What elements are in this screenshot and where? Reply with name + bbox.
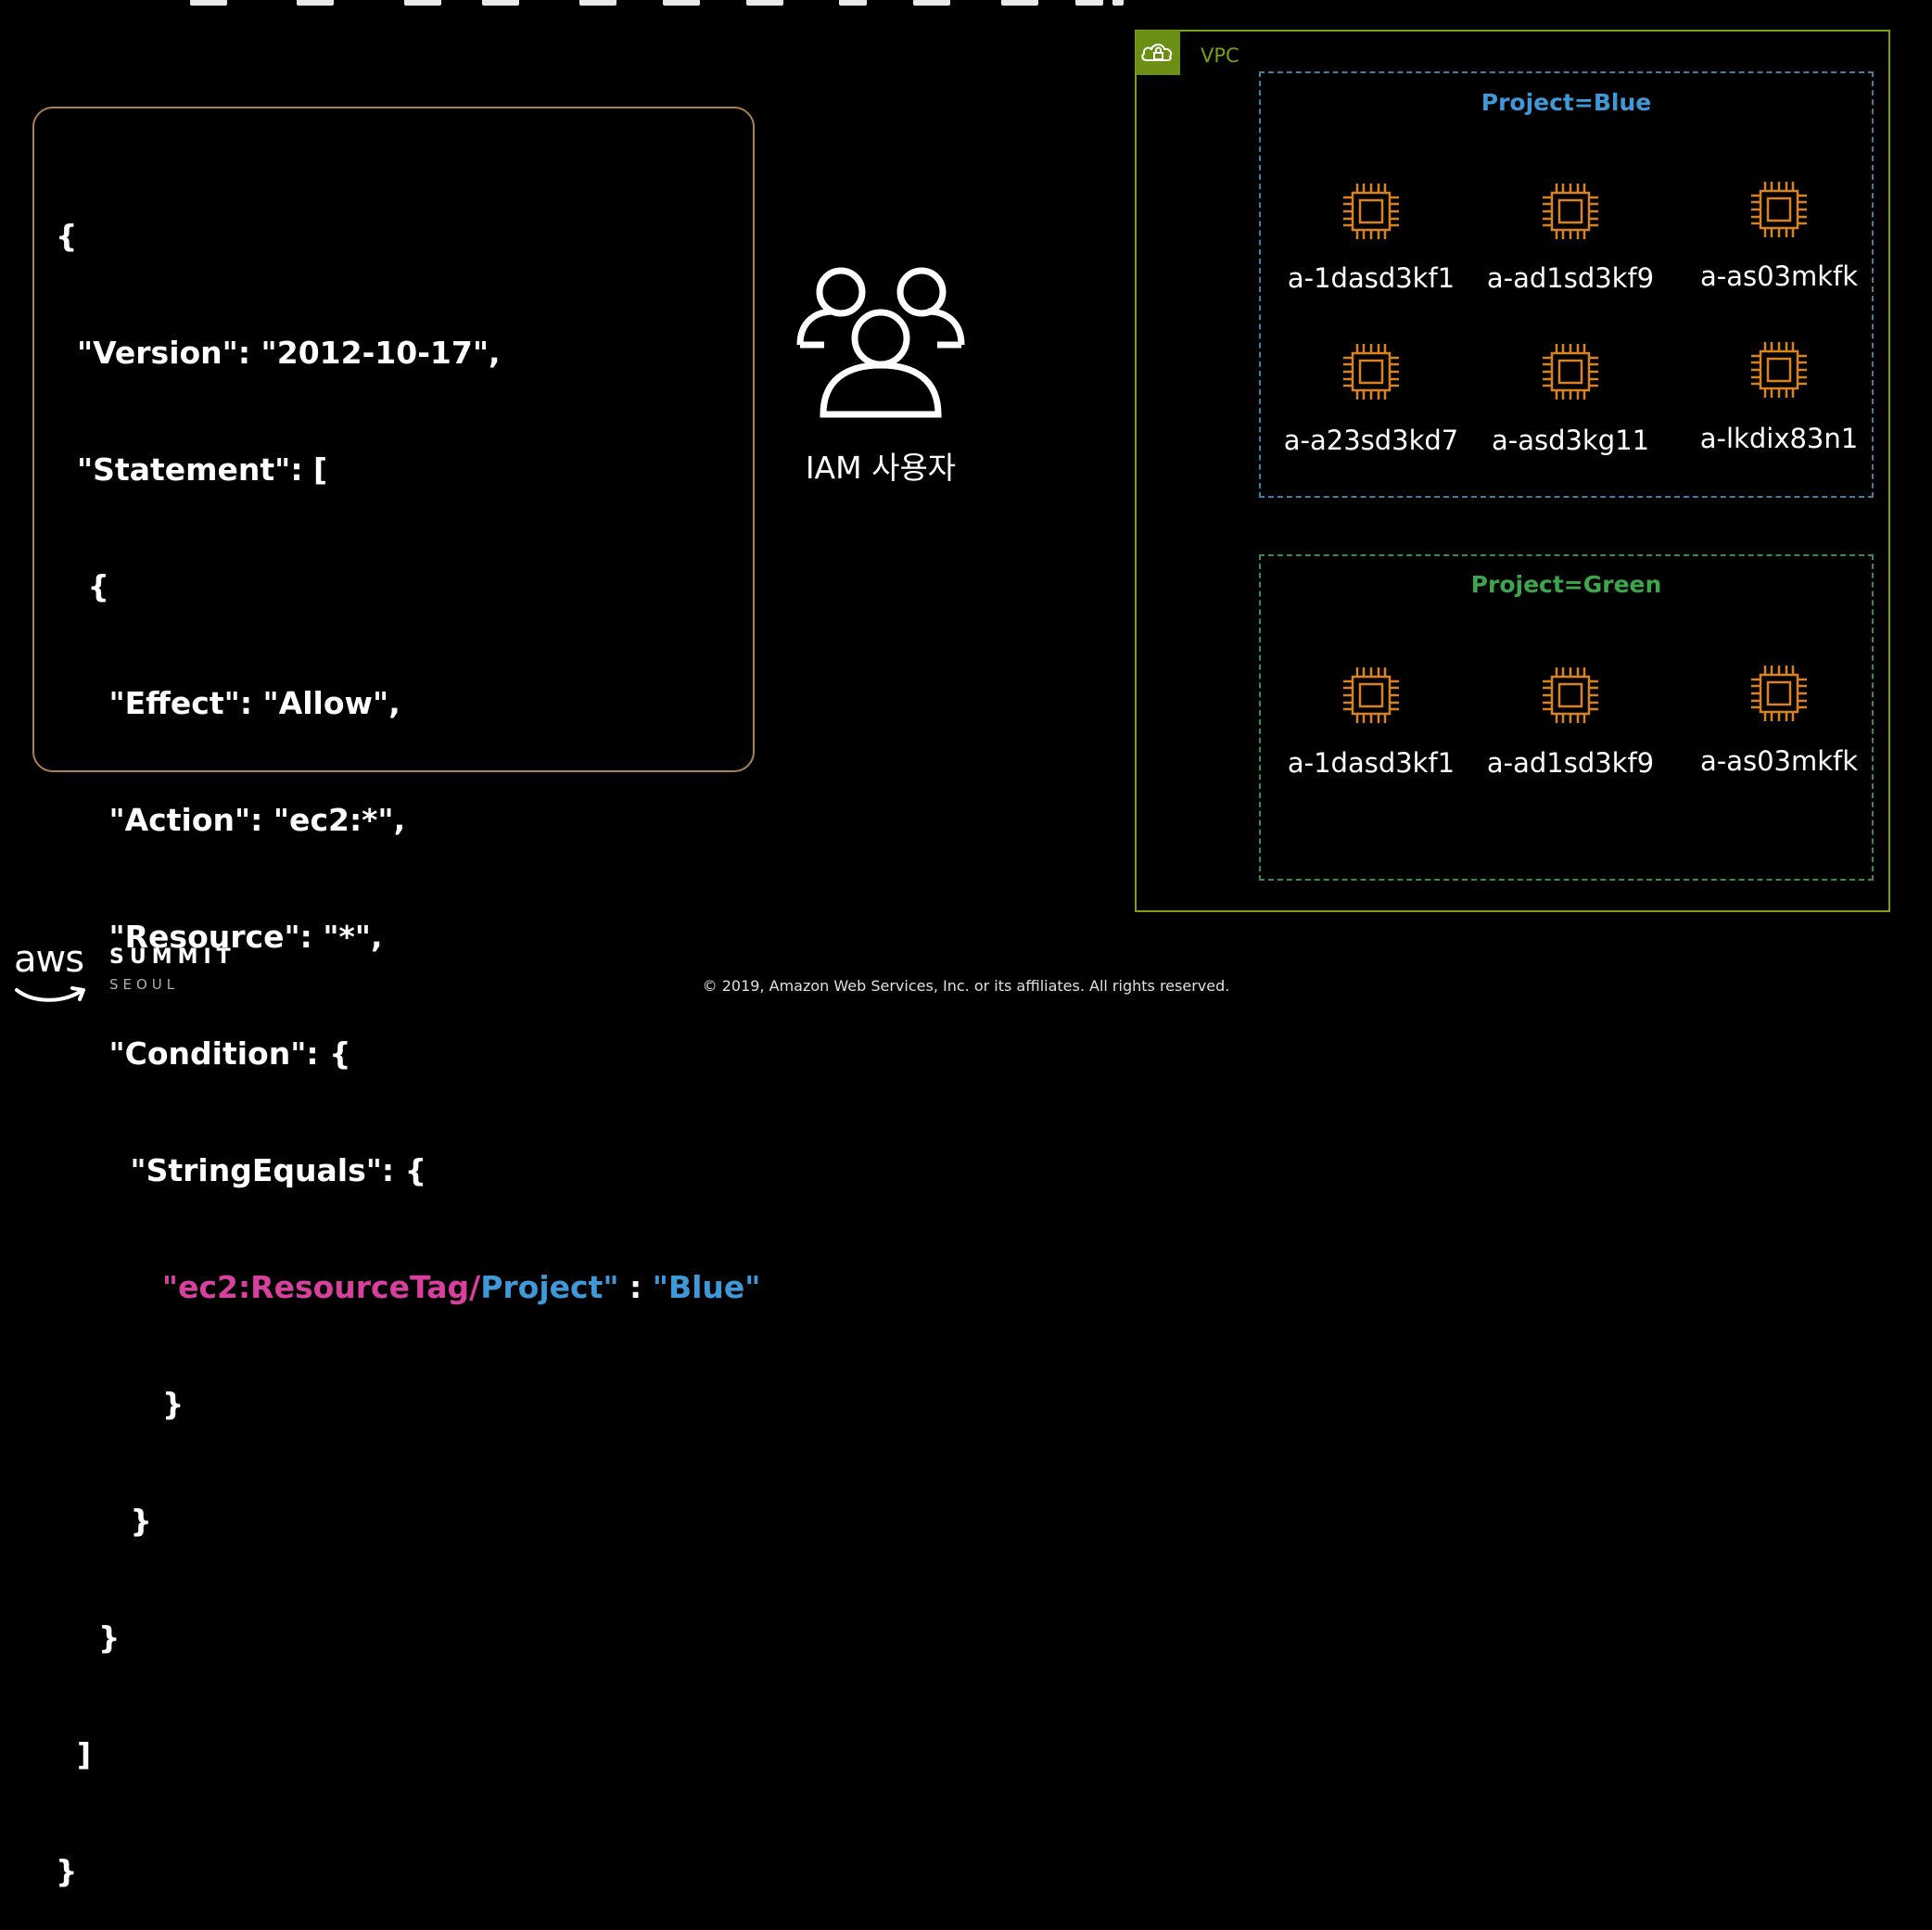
event-name: SUMMIT xyxy=(109,946,236,969)
code-line: "Effect": "Allow", xyxy=(56,685,400,721)
aws-smile-icon xyxy=(15,986,85,1002)
tag-key-prefix: "ec2:ResourceTag/ xyxy=(161,1269,481,1305)
code-line: "Version": "2012-10-17", xyxy=(56,335,501,371)
instance-label: a-lkdix83n1 xyxy=(1699,423,1859,454)
project-blue-title: Project=Blue xyxy=(1481,89,1652,116)
code-line: "Condition": { xyxy=(56,1035,351,1072)
ec2-instance-icon xyxy=(1748,663,1810,724)
ec2-instance-icon xyxy=(1540,181,1601,242)
code-line: "Statement": [ xyxy=(56,451,328,488)
ec2-instance-icon xyxy=(1748,179,1810,240)
instance-label: a-1dasd3kf1 xyxy=(1287,747,1455,779)
tag-separator: : xyxy=(618,1269,653,1305)
policy-code: { "Version": "2012-10-17", "Statement": … xyxy=(56,139,760,1930)
code-line: } xyxy=(56,1386,184,1422)
vpc-container xyxy=(1135,30,1890,912)
code-line: } xyxy=(56,1853,78,1889)
instance-label: a-ad1sd3kf9 xyxy=(1486,747,1655,779)
code-line: } xyxy=(56,1619,121,1656)
slide-title-cutoff xyxy=(0,0,1932,7)
ec2-instance-icon xyxy=(1540,665,1601,726)
instance-label: a-as03mkfk xyxy=(1699,260,1859,292)
project-blue-group xyxy=(1259,71,1874,498)
code-line: ] xyxy=(56,1736,92,1772)
ec2-instance-icon xyxy=(1341,665,1402,726)
users-icon xyxy=(793,260,969,482)
vpc-label: VPC xyxy=(1201,44,1239,67)
code-line: { xyxy=(56,218,78,254)
code-line: "StringEquals": { xyxy=(56,1152,427,1188)
tag-value: "Blue" xyxy=(652,1269,761,1305)
copyright-text: © 2019, Amazon Web Services, Inc. or its… xyxy=(702,977,1230,995)
code-line-tag-condition: "ec2:ResourceTag/Project" : "Blue" xyxy=(56,1268,761,1307)
vpc-cloud-lock-icon xyxy=(1136,31,1180,75)
event-city: SEOUL xyxy=(109,976,180,993)
iam-user-label: IAM 사용자 xyxy=(805,450,957,486)
instance-label: a-1dasd3kf1 xyxy=(1287,262,1455,294)
instance-label: a-ad1sd3kf9 xyxy=(1486,262,1655,294)
instance-label: a-asd3kg11 xyxy=(1491,425,1650,456)
instance-label: a-as03mkfk xyxy=(1699,745,1859,777)
project-green-title: Project=Green xyxy=(1470,571,1662,598)
code-line: } xyxy=(56,1503,152,1539)
ec2-instance-icon xyxy=(1341,341,1402,402)
tag-key-name: Project" xyxy=(480,1269,619,1305)
ec2-instance-icon xyxy=(1540,341,1601,402)
instance-label: a-a23sd3kd7 xyxy=(1283,425,1459,456)
aws-logo-text: aws xyxy=(14,938,84,981)
project-green-group xyxy=(1259,554,1874,881)
policy-box xyxy=(32,107,755,772)
ec2-instance-icon xyxy=(1341,181,1402,242)
code-line: "Resource": "*", xyxy=(56,919,383,955)
code-line: "Action": "ec2:*", xyxy=(56,802,406,838)
ec2-instance-icon xyxy=(1748,339,1810,400)
code-line: { xyxy=(56,568,109,604)
